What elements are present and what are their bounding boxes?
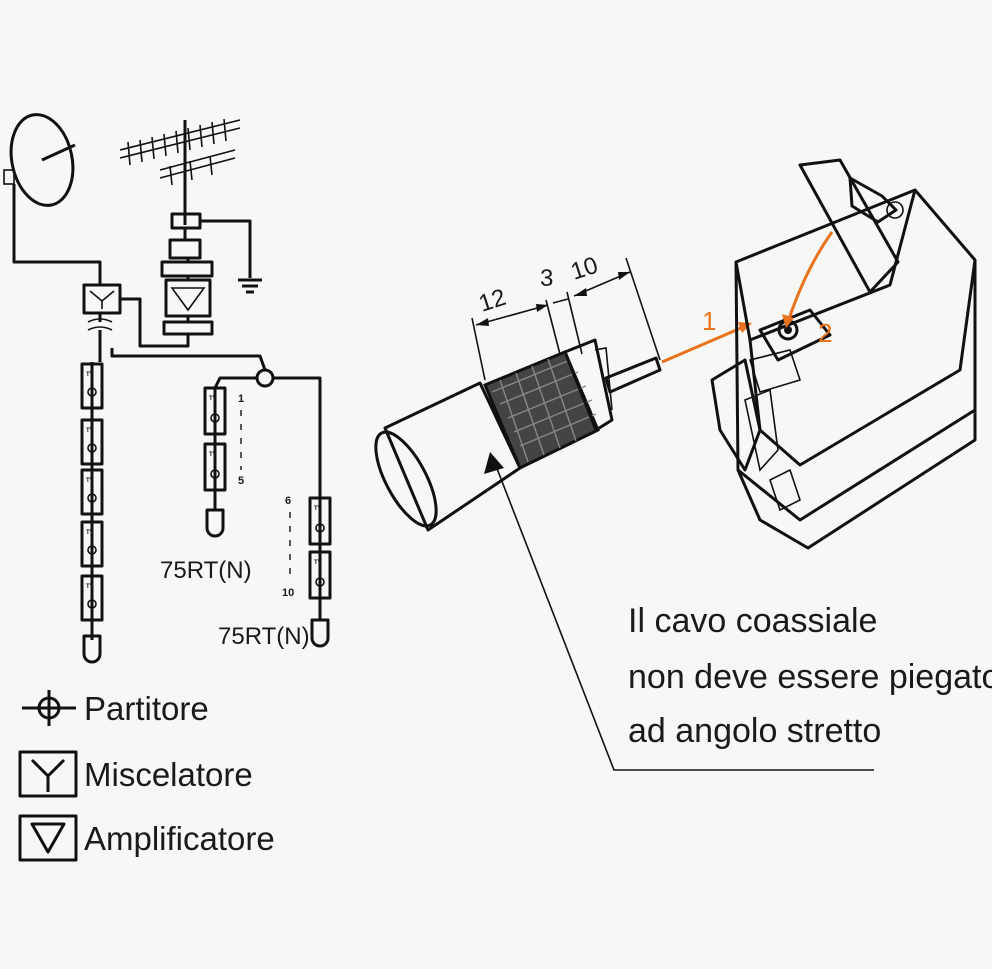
outlet-column-main: TV TV TV TV TV xyxy=(80,362,104,664)
tv-outlet: TV xyxy=(80,574,104,622)
amplifier-symbol-icon xyxy=(18,814,78,862)
legend-partitore: Partitore xyxy=(22,690,209,727)
svg-text:TV: TV xyxy=(86,372,94,378)
svg-text:TV: TV xyxy=(209,396,217,402)
outlet-number-end: 10 xyxy=(282,587,294,599)
svg-text:TV: TV xyxy=(86,584,94,590)
note-line-3: ad angolo stretto xyxy=(628,712,881,750)
svg-text:TV: TV xyxy=(86,530,94,536)
terrestrial-antenna-icon xyxy=(119,118,241,230)
tv-socket-illustration: 2 xyxy=(710,158,977,550)
tv-outlet: TV xyxy=(203,386,227,436)
svg-text:TV: TV xyxy=(314,560,322,566)
svg-text:Partitore: Partitore xyxy=(84,690,209,727)
ground-icon xyxy=(200,219,262,294)
svg-text:3: 3 xyxy=(540,265,553,292)
svg-text:12: 12 xyxy=(476,284,510,318)
mixer-icon xyxy=(12,184,190,348)
legend: Partitore Miscelatore Amplificatore xyxy=(18,690,275,862)
tv-outlet: TV xyxy=(203,442,227,492)
amplifier-assembly xyxy=(160,228,214,336)
mixer-symbol-icon xyxy=(18,750,78,798)
tv-outlet: TV xyxy=(80,362,104,410)
tv-outlet: TV xyxy=(308,496,332,546)
outlet-number-start: 6 xyxy=(285,495,291,507)
outlet-number-end: 5 xyxy=(238,475,244,487)
satellite-dish-icon xyxy=(3,113,76,207)
splitter-icon xyxy=(255,368,275,388)
svg-text:Miscelatore: Miscelatore xyxy=(84,756,253,793)
svg-text:TV: TV xyxy=(86,478,94,484)
note-line-1: Il cavo coassiale xyxy=(628,602,877,640)
coax-cable-illustration: 12 3 10 1 xyxy=(374,252,752,532)
distribution-schematic: TV TV TV TV TV TV TV 1 5 75RT(N) TV TV 6… xyxy=(3,113,332,664)
legend-miscelatore: Miscelatore xyxy=(18,750,253,798)
outlet-number-start: 1 xyxy=(238,393,244,405)
svg-text:TV: TV xyxy=(209,452,217,458)
leader-arrow xyxy=(484,452,874,771)
svg-text:TV: TV xyxy=(314,506,322,512)
splitter-symbol-icon xyxy=(37,696,61,720)
outlet-branch-1: TV TV 1 5 75RT(N) xyxy=(160,386,252,584)
step-2-label: 2 xyxy=(818,318,832,348)
termination-label-right: 75RT(N) xyxy=(218,623,310,650)
svg-text:TV: TV xyxy=(86,428,94,434)
svg-text:Amplificatore: Amplificatore xyxy=(84,820,275,857)
legend-amplificatore: Amplificatore xyxy=(18,814,275,862)
tv-outlet: TV xyxy=(80,418,104,466)
tv-outlet: TV xyxy=(308,550,332,600)
outlet-branch-2: TV TV 6 10 75RT(N) xyxy=(218,495,332,650)
terminator-icon xyxy=(82,634,102,664)
tv-outlet: TV xyxy=(80,468,104,516)
cable-note: Il cavo coassiale non deve essere piegat… xyxy=(628,602,992,750)
svg-text:10: 10 xyxy=(568,252,602,286)
step-1-label: 1 xyxy=(702,306,716,336)
note-line-2: non deve essere piegato xyxy=(628,658,992,696)
tv-outlet: TV xyxy=(80,520,104,568)
terminator-icon xyxy=(205,508,225,538)
terminator-icon xyxy=(310,618,330,648)
termination-label-left: 75RT(N) xyxy=(160,557,252,584)
